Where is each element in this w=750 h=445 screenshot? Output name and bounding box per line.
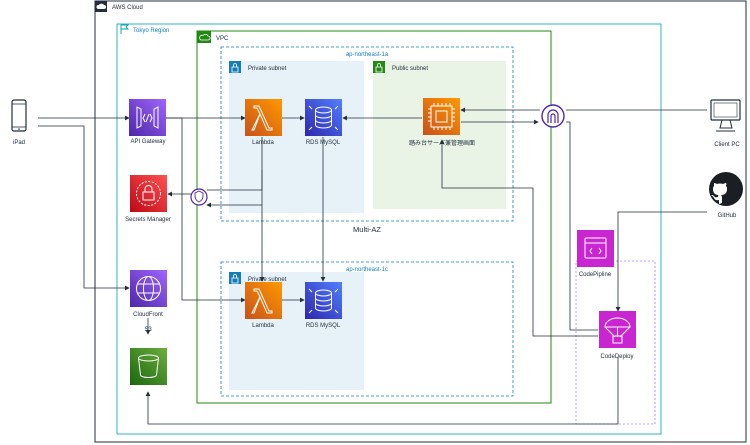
desktop-icon [710, 99, 741, 132]
secrets-manager-icon [136, 181, 161, 206]
rds-1c-node[interactable]: RDS MySQL [305, 282, 342, 329]
edge-codedeploy-ec2 [439, 139, 598, 337]
ipad-node: iPad [11, 99, 27, 146]
secrets-manager-node[interactable]: Secrets Manager [125, 175, 171, 223]
api-gateway-icon [136, 106, 159, 129]
secrets-manager-label: Secrets Manager [125, 217, 171, 223]
github-icon [709, 172, 743, 206]
multi-az-label: Multi-AZ [353, 225, 381, 234]
private-subnet-1c-label: Private subnet [248, 277, 287, 283]
lambda-1a-label: Lambda [252, 140, 274, 146]
vpc-cloud-icon [199, 33, 211, 41]
ec2-label: 踏み台サーバ兼管理画面 [409, 139, 475, 147]
codepipeline-label: CodePipline [579, 272, 612, 278]
az-1c-group: ap-northeast-1c [220, 261, 514, 397]
edge-apigw-lambda1c [166, 117, 246, 303]
ec2-instance-icon [428, 103, 455, 130]
api-gateway-node[interactable]: API Gateway [129, 99, 166, 145]
lambda-1a-node[interactable]: Lambda [245, 99, 282, 146]
rds-icon [308, 288, 339, 314]
internet-gateway [541, 104, 565, 128]
parachute-icon [604, 317, 631, 344]
cloudfront-node[interactable]: CloudFront [130, 270, 167, 318]
region-group: Tokyo Region [116, 23, 662, 435]
cloud-icon [96, 3, 106, 9]
github-node: GitHub [709, 172, 743, 219]
edge-igw-codedeploy [566, 121, 598, 331]
edge-lambda-endpoint [207, 170, 263, 191]
az-1a-label: ap-northeast-1a [346, 52, 389, 58]
rds-1a-node[interactable]: RDS MySQL [305, 99, 342, 146]
flag-icon [120, 24, 130, 34]
codepipeline-icon [584, 237, 607, 259]
connectors [38, 107, 707, 425]
aws-cloud-group: AWS Cloud [94, 0, 747, 443]
lambda-1c-label: Lambda [252, 323, 274, 329]
ec2-node[interactable]: 踏み台サーバ兼管理画面 [409, 98, 475, 147]
gateway-arch-icon [547, 109, 559, 123]
github-label: GitHub [718, 213, 737, 219]
shield-icon [194, 190, 204, 203]
vpc-endpoint [190, 188, 208, 206]
aws-cloud-label: AWS Cloud [112, 5, 143, 11]
private-subnet-1a-label: Private subnet [248, 66, 287, 72]
az-1a-group: ap-northeast-1a [220, 46, 514, 222]
lambda-icon [251, 105, 273, 131]
bucket-icon [138, 354, 159, 378]
public-subnet-label: Public subnet [392, 66, 428, 72]
codepipeline-node[interactable]: CodePipline [577, 230, 614, 278]
rds-icon [308, 105, 339, 131]
cloudfront-label: CloudFront [133, 312, 163, 318]
lock-icon [231, 274, 239, 284]
private-subnet-1a: Private subnet [229, 61, 364, 213]
lock-icon [231, 63, 239, 73]
rds-1a-label: RDS MySQL [306, 140, 341, 146]
lock-icon [375, 63, 383, 73]
lambda-icon [251, 288, 273, 314]
edge-ipad-cloudfront [38, 125, 130, 291]
s3-node[interactable] [130, 348, 167, 385]
edge-github-codedeploy [615, 211, 707, 312]
lambda-1c-node[interactable]: Lambda [245, 282, 282, 329]
client-pc-node: Client PC [710, 99, 741, 148]
vpc-label: VPC [216, 36, 229, 42]
api-gateway-label: API Gateway [130, 139, 165, 145]
az-1c-label: ap-northeast-1c [346, 267, 388, 273]
tablet-icon [11, 99, 27, 132]
vpc-group: VPC [196, 30, 552, 404]
codedeploy-label: CodeDeploy [600, 354, 633, 360]
edge-codedeploy-s3 [145, 357, 619, 425]
s3-label: S3 [144, 327, 152, 333]
rds-1c-label: RDS MySQL [306, 323, 341, 329]
codedeploy-node[interactable]: CodeDeploy [599, 311, 636, 360]
ipad-label: iPad [13, 140, 25, 146]
region-label: Tokyo Region [133, 28, 169, 34]
client-pc-label: Client PC [714, 142, 740, 148]
cloudfront-icon [136, 276, 161, 301]
